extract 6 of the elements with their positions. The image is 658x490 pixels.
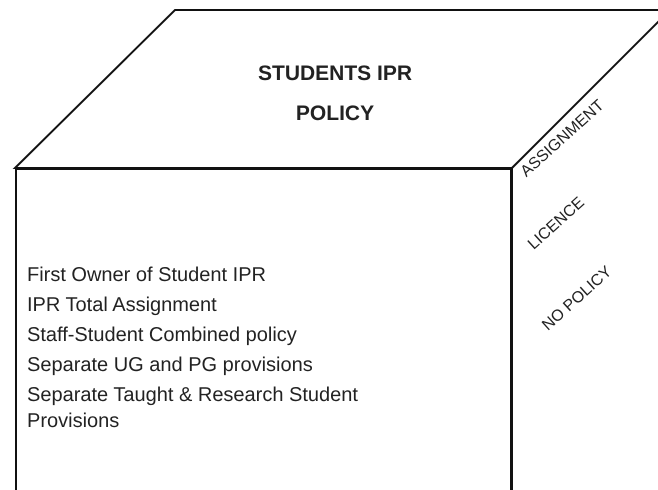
list-item: IPR Total Assignment xyxy=(27,293,218,318)
title-text: STUDENTS IPR POLICY xyxy=(256,61,413,127)
list-item: Staff-Student Combined policy xyxy=(27,323,298,348)
list-item: Separate UG and PG provisions xyxy=(27,353,314,378)
list-item: First Owner of Student IPR xyxy=(27,263,267,288)
list-item: Separate Taught & Research Student Provisions xyxy=(27,383,359,434)
